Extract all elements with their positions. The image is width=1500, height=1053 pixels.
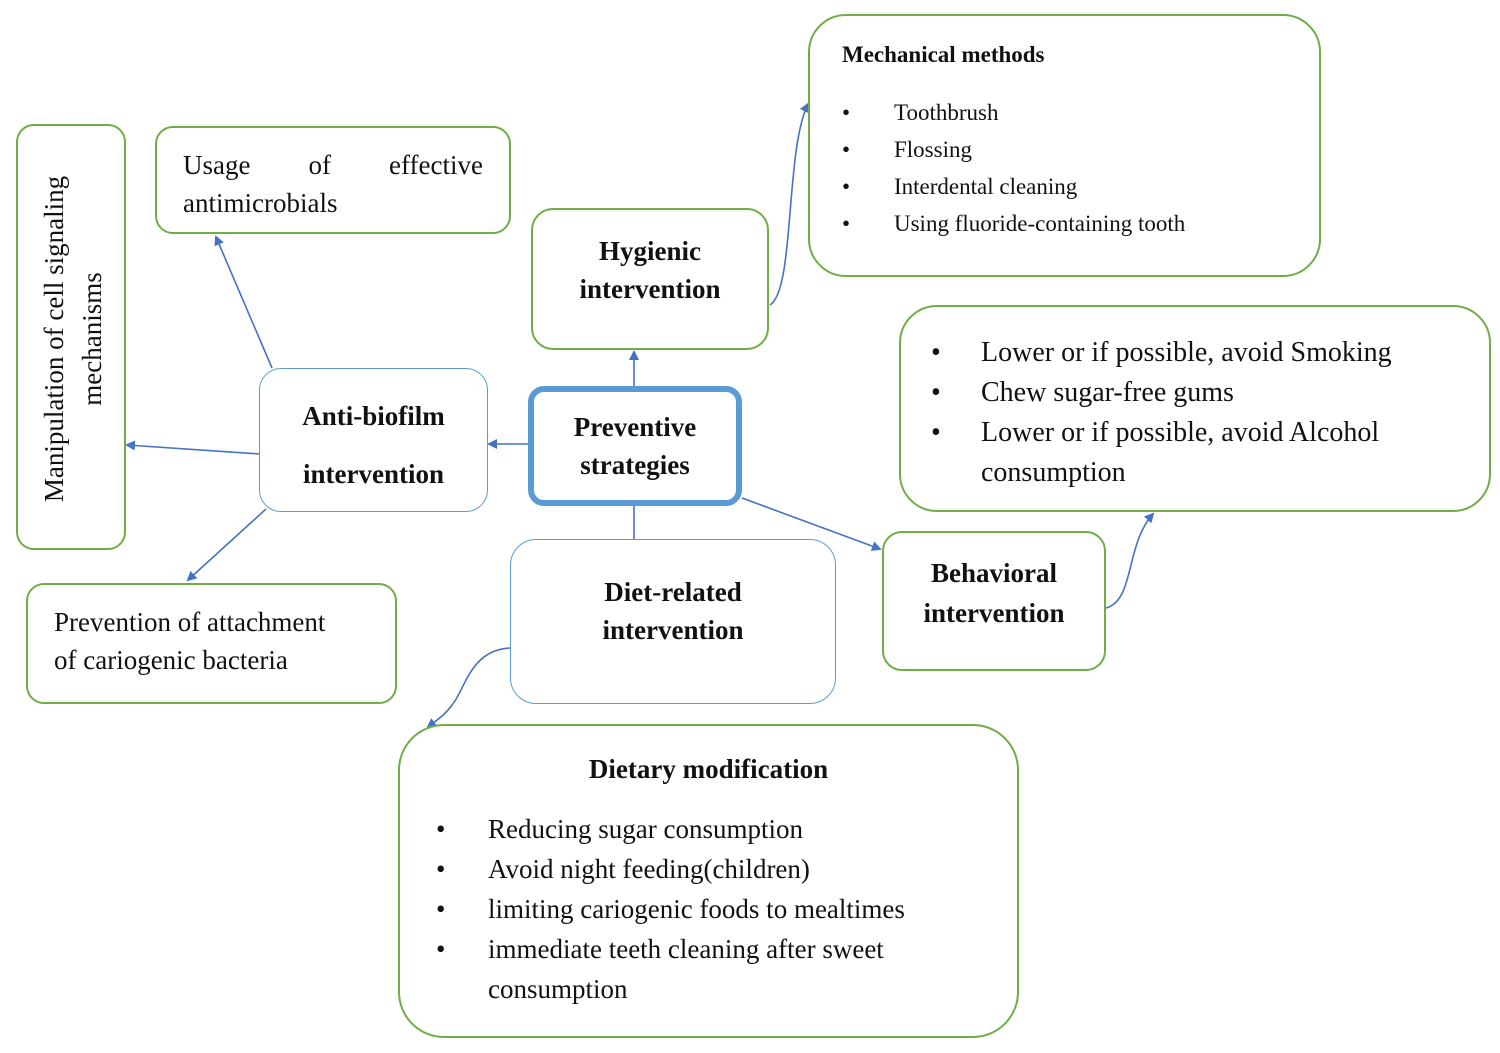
bullet-icon: • bbox=[842, 137, 851, 162]
list-item: •Using fluoride-containing tooth bbox=[842, 205, 1319, 242]
node-label: Diet-related bbox=[604, 577, 742, 607]
arrow-antibiofilm-to-antimicrobials bbox=[214, 235, 273, 369]
list-item: •Flossing bbox=[842, 131, 1319, 168]
antimicrobials-box: Usage of effective antimicrobials bbox=[155, 126, 511, 234]
list-item: •Reducing sugar consumption bbox=[436, 809, 1017, 849]
list-item-continuation: consumption bbox=[981, 457, 1126, 488]
diet-related-intervention-node: Diet-related intervention bbox=[510, 539, 836, 704]
behavioral-list: •Lower or if possible, avoid Smoking •Ch… bbox=[931, 333, 1489, 493]
list-item: •immediate teeth cleaning after sweet bbox=[436, 929, 1017, 969]
arrow-antibiofilm-to-attachment bbox=[186, 508, 267, 582]
arrow-antibiofilm-to-cell-signaling bbox=[125, 440, 261, 455]
bullet-icon: • bbox=[436, 854, 446, 884]
bullet-icon: • bbox=[842, 211, 851, 236]
node-label: Anti-biofilm bbox=[302, 401, 445, 431]
node-label: intervention bbox=[923, 598, 1065, 628]
list-item: •limiting cariogenic foods to mealtimes bbox=[436, 889, 1017, 929]
box-text-line: Usage of effective bbox=[183, 150, 483, 180]
dietary-list: •Reducing sugar consumption •Avoid night… bbox=[400, 809, 1017, 1009]
vertical-text: Manipulation of cell signaling mechanism… bbox=[35, 139, 111, 539]
bullet-icon: • bbox=[842, 174, 851, 199]
behavioral-items-box: •Lower or if possible, avoid Smoking •Ch… bbox=[899, 305, 1491, 512]
bullet-icon: • bbox=[931, 417, 941, 448]
bullet-icon: • bbox=[436, 814, 446, 844]
bullet-icon: • bbox=[842, 100, 851, 125]
arrow-hygienic-to-mechanical bbox=[769, 102, 809, 306]
list-item: •Toothbrush bbox=[842, 94, 1319, 131]
node-label: Hygienic bbox=[599, 236, 701, 266]
box-title: Dietary modification bbox=[588, 754, 829, 784]
behavioral-intervention-node: Behavioral intervention bbox=[882, 531, 1106, 671]
box-text-line: Manipulation of cell signaling bbox=[39, 175, 69, 503]
list-item: •Avoid night feeding(children) bbox=[436, 849, 1017, 889]
bullet-icon: • bbox=[436, 894, 446, 924]
box-title: Mechanical methods bbox=[842, 42, 1045, 67]
list-item-continuation: consumption bbox=[488, 974, 628, 1004]
list-item: •Chew sugar-free gums bbox=[931, 373, 1489, 413]
node-label: Preventive bbox=[573, 412, 697, 442]
node-label: intervention bbox=[303, 459, 444, 489]
node-label: intervention bbox=[602, 615, 744, 645]
bullet-icon: • bbox=[931, 377, 941, 408]
bullet-icon: • bbox=[436, 934, 446, 964]
preventive-strategies-node: Preventive strategies bbox=[528, 386, 742, 506]
attachment-prevention-box: Prevention of attachment of cariogenic b… bbox=[26, 583, 397, 704]
arrow-center-to-behavioral bbox=[741, 497, 882, 551]
node-label: strategies bbox=[580, 450, 690, 480]
cell-signaling-box: Manipulation of cell signaling mechanism… bbox=[16, 124, 126, 550]
box-text-line: Prevention of attachment bbox=[54, 607, 326, 637]
box-text-line: mechanisms bbox=[77, 272, 107, 406]
arrow-diet-to-dietary bbox=[426, 647, 511, 729]
list-item: •Lower or if possible, avoid Smoking bbox=[931, 333, 1489, 373]
node-label: intervention bbox=[579, 274, 721, 304]
mechanical-list: •Toothbrush •Flossing •Interdental clean… bbox=[842, 94, 1319, 242]
box-text-line: of cariogenic bacteria bbox=[54, 645, 288, 675]
dietary-modification-box: Dietary modification •Reducing sugar con… bbox=[398, 724, 1019, 1038]
arrow-behavioral-to-items bbox=[1105, 512, 1155, 609]
list-item: •Interdental cleaning bbox=[842, 168, 1319, 205]
anti-biofilm-intervention-node: Anti-biofilm intervention bbox=[259, 368, 488, 512]
list-item: •Lower or if possible, avoid Alcohol bbox=[931, 413, 1489, 453]
box-text-line: antimicrobials bbox=[183, 188, 338, 218]
hygienic-intervention-node: Hygienic intervention bbox=[531, 208, 769, 350]
mechanical-methods-box: Mechanical methods •Toothbrush •Flossing… bbox=[808, 14, 1321, 277]
node-label: Behavioral bbox=[931, 558, 1057, 588]
bullet-icon: • bbox=[931, 337, 941, 368]
